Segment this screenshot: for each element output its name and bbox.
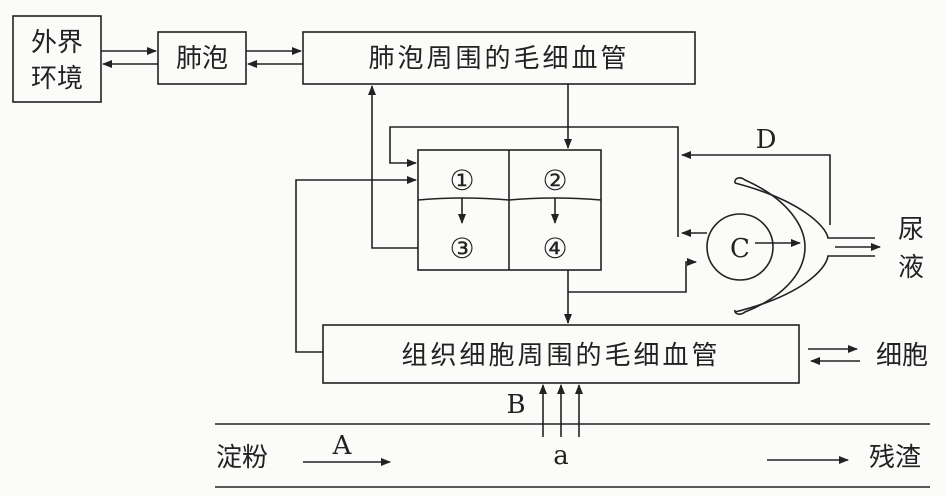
kidney-outer (734, 182, 875, 239)
arrow-systemic-return (295, 176, 417, 353)
arrow-renal-artery (568, 258, 697, 293)
arrow-renal-loop (389, 126, 679, 237)
label-d: D (756, 125, 777, 155)
glomerulus-c (706, 213, 774, 281)
heart-chamber-2: ② (542, 164, 567, 197)
urine-label-2: 液 (898, 253, 924, 283)
tissue-capillary-label: 组织细胞周围的毛细血管 (401, 341, 720, 371)
arrow-d (681, 151, 831, 225)
label-b: B (506, 390, 525, 420)
outside-label-1: 外界 (31, 28, 83, 58)
arrow-pulmonary-artery (368, 85, 418, 249)
cells-label: 细胞 (876, 341, 928, 371)
tissue-capillary-box (322, 324, 800, 384)
label-a-upper: A (332, 431, 353, 461)
heart-chamber-4: ④ (542, 232, 567, 265)
kidney-lower (734, 255, 875, 313)
kidney-inner (734, 177, 806, 315)
alveolar-capillary-box (302, 31, 696, 85)
heart-chamber-1: ① (449, 164, 474, 197)
valve-left (417, 197, 510, 201)
urine-label-1: 尿 (898, 215, 924, 245)
alveoli-box (157, 31, 247, 85)
starch-label: 淀粉 (216, 443, 268, 473)
kidney-c-label: C (730, 234, 750, 264)
alveolar-capillary-label: 肺泡周围的毛细血管 (368, 44, 629, 74)
outside-environment-box (12, 15, 102, 103)
residue-label: 残渣 (869, 443, 921, 473)
label-a-lower: a (553, 441, 569, 471)
heart-chamber-3: ③ (449, 232, 474, 265)
outside-label-2: 环境 (31, 64, 83, 94)
alveoli-label: 肺泡 (176, 44, 228, 74)
